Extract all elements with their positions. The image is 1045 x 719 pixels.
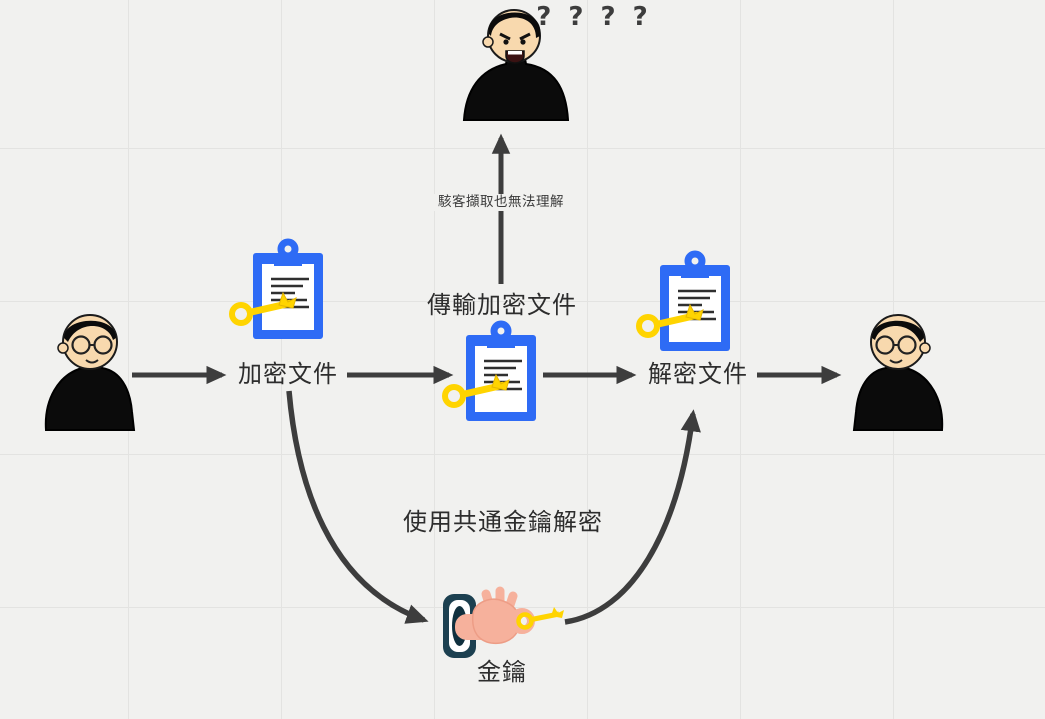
clipboard-document-icon-right bbox=[639, 254, 730, 351]
curve-key-to-decrypt bbox=[564, 409, 701, 625]
curve-encrypt-to-key bbox=[286, 390, 429, 624]
hand-holding-key-icon bbox=[443, 586, 564, 658]
clipboard-document-icon-center bbox=[445, 324, 536, 421]
gold-key-icon bbox=[516, 607, 564, 630]
flow-arrows bbox=[132, 133, 842, 625]
question-marks-label: ? ? ? ? bbox=[536, 2, 652, 32]
encrypt-file-label: 加密文件 bbox=[238, 360, 338, 388]
clipboard-document-icon-left bbox=[232, 242, 323, 339]
receiver-person-icon bbox=[852, 313, 944, 432]
transmit-encrypted-label: 傳輸加密文件 bbox=[427, 291, 577, 319]
hacker-person-icon bbox=[462, 9, 570, 121]
sender-person-icon bbox=[44, 313, 136, 432]
decrypt-file-label: 解密文件 bbox=[648, 360, 748, 388]
shared-key-note-label: 使用共通金鑰解密 bbox=[403, 508, 603, 536]
key-label: 金鑰 bbox=[477, 658, 527, 686]
hacker-note-label: 駭客擷取也無法理解 bbox=[434, 194, 568, 211]
